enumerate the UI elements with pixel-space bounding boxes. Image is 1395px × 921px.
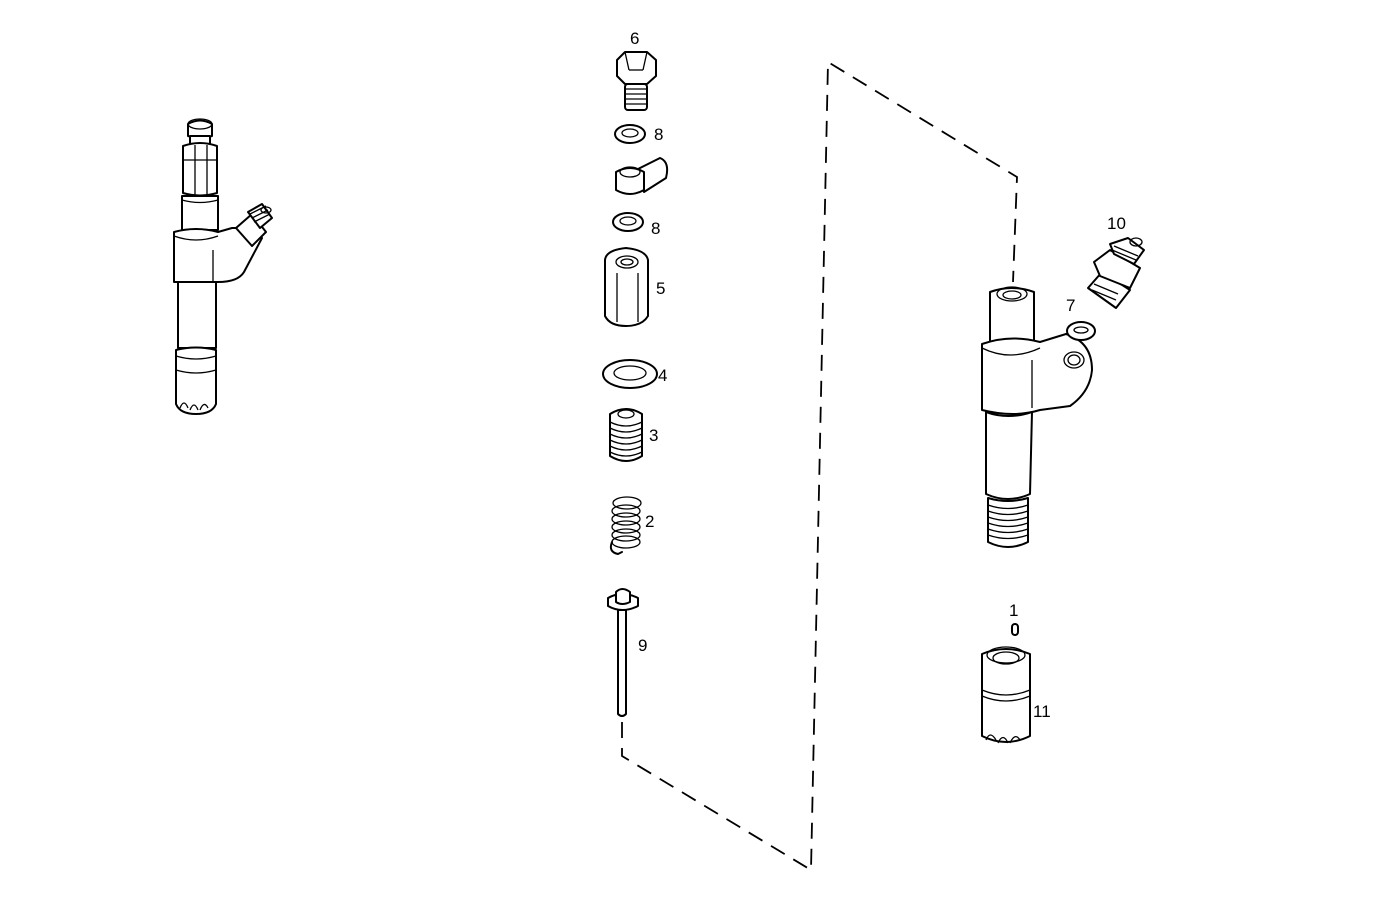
callout-8b: 8 — [651, 219, 660, 238]
banjo-fitting — [615, 157, 669, 195]
pressure-spring: 2 — [609, 496, 654, 555]
spring-seat: 3 — [609, 408, 658, 462]
callout-1: 1 — [1009, 601, 1018, 620]
push-rod: 9 — [607, 588, 647, 717]
assembly-guide-line — [621, 60, 1018, 872]
callout-8a: 8 — [654, 125, 663, 144]
callout-9: 9 — [638, 636, 647, 655]
callout-6: 6 — [630, 29, 639, 48]
injector-body — [981, 286, 1093, 548]
nozzle-nut: 11 — [981, 646, 1051, 744]
sealing-washer-upper: 8 — [614, 124, 663, 144]
connector-seal-washer: 7 — [1066, 296, 1096, 341]
callout-7: 7 — [1066, 296, 1075, 315]
callout-11: 11 — [1033, 702, 1051, 721]
sealing-washer-lower: 8 — [612, 212, 660, 238]
callout-10: 10 — [1107, 214, 1126, 233]
washer: 4 — [602, 359, 667, 389]
inlet-connector: 10 — [1087, 214, 1145, 309]
assembled-injector — [173, 118, 273, 415]
callout-2: 2 — [645, 512, 654, 531]
callout-4: 4 — [658, 366, 667, 385]
callout-5: 5 — [656, 279, 665, 298]
banjo-bolt: 6 — [616, 29, 657, 111]
nozzle-pin: 1 — [1009, 601, 1019, 636]
exploded-components: 6 8 8 5 — [602, 29, 669, 717]
hex-cap-nut: 5 — [604, 247, 665, 327]
callout-3: 3 — [649, 426, 658, 445]
